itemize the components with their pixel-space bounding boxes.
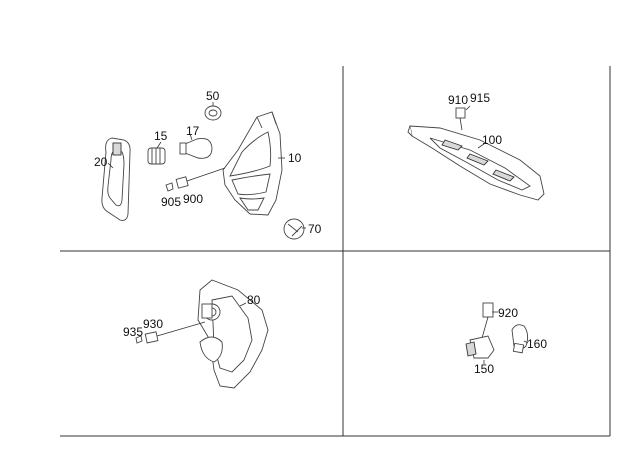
callout-905: 905 (161, 195, 181, 209)
wrench-tool-part[interactable] (283, 218, 305, 240)
callout-20: 20 (94, 155, 108, 169)
callout-930: 930 (143, 317, 163, 331)
callout-50: 50 (206, 89, 220, 103)
wedge-bulb-part[interactable] (511, 324, 529, 354)
connector-part[interactable] (135, 321, 206, 344)
gasket-part[interactable] (101, 137, 131, 221)
callout-920: 920 (498, 306, 518, 320)
connector-part[interactable] (165, 167, 226, 192)
bulb-socket-part[interactable] (147, 147, 166, 165)
lamp-housing-part[interactable] (197, 279, 269, 389)
callout-100: 100 (482, 133, 502, 147)
callout-900: 900 (183, 192, 203, 206)
bulb-part[interactable] (179, 137, 213, 159)
panel-lamp-housing: 80 930 935 (123, 279, 269, 389)
callout-15: 15 (154, 129, 168, 143)
callout-160: 160 (527, 337, 547, 351)
callout-17: 17 (186, 124, 200, 138)
callout-80: 80 (247, 293, 261, 307)
callout-915: 915 (470, 91, 490, 105)
nut-part[interactable] (204, 105, 222, 121)
callout-935: 935 (123, 325, 143, 339)
clip-part[interactable] (455, 105, 471, 131)
callout-150: 150 (474, 362, 494, 376)
callout-70: 70 (308, 222, 322, 236)
callout-10: 10 (288, 151, 302, 165)
bulb-holder-part[interactable] (465, 302, 498, 359)
panel-tail-lamp: 50 15 17 10 20 905 900 70 (94, 89, 322, 240)
callout-910: 910 (448, 93, 468, 107)
rear-trim-part[interactable] (407, 125, 545, 201)
diagram-frame (60, 66, 611, 437)
panel-bulb-holder: 920 160 150 (465, 302, 547, 376)
tail-lamp-part[interactable] (222, 111, 283, 216)
panel-rear-trim: 910 915 100 (407, 91, 545, 201)
